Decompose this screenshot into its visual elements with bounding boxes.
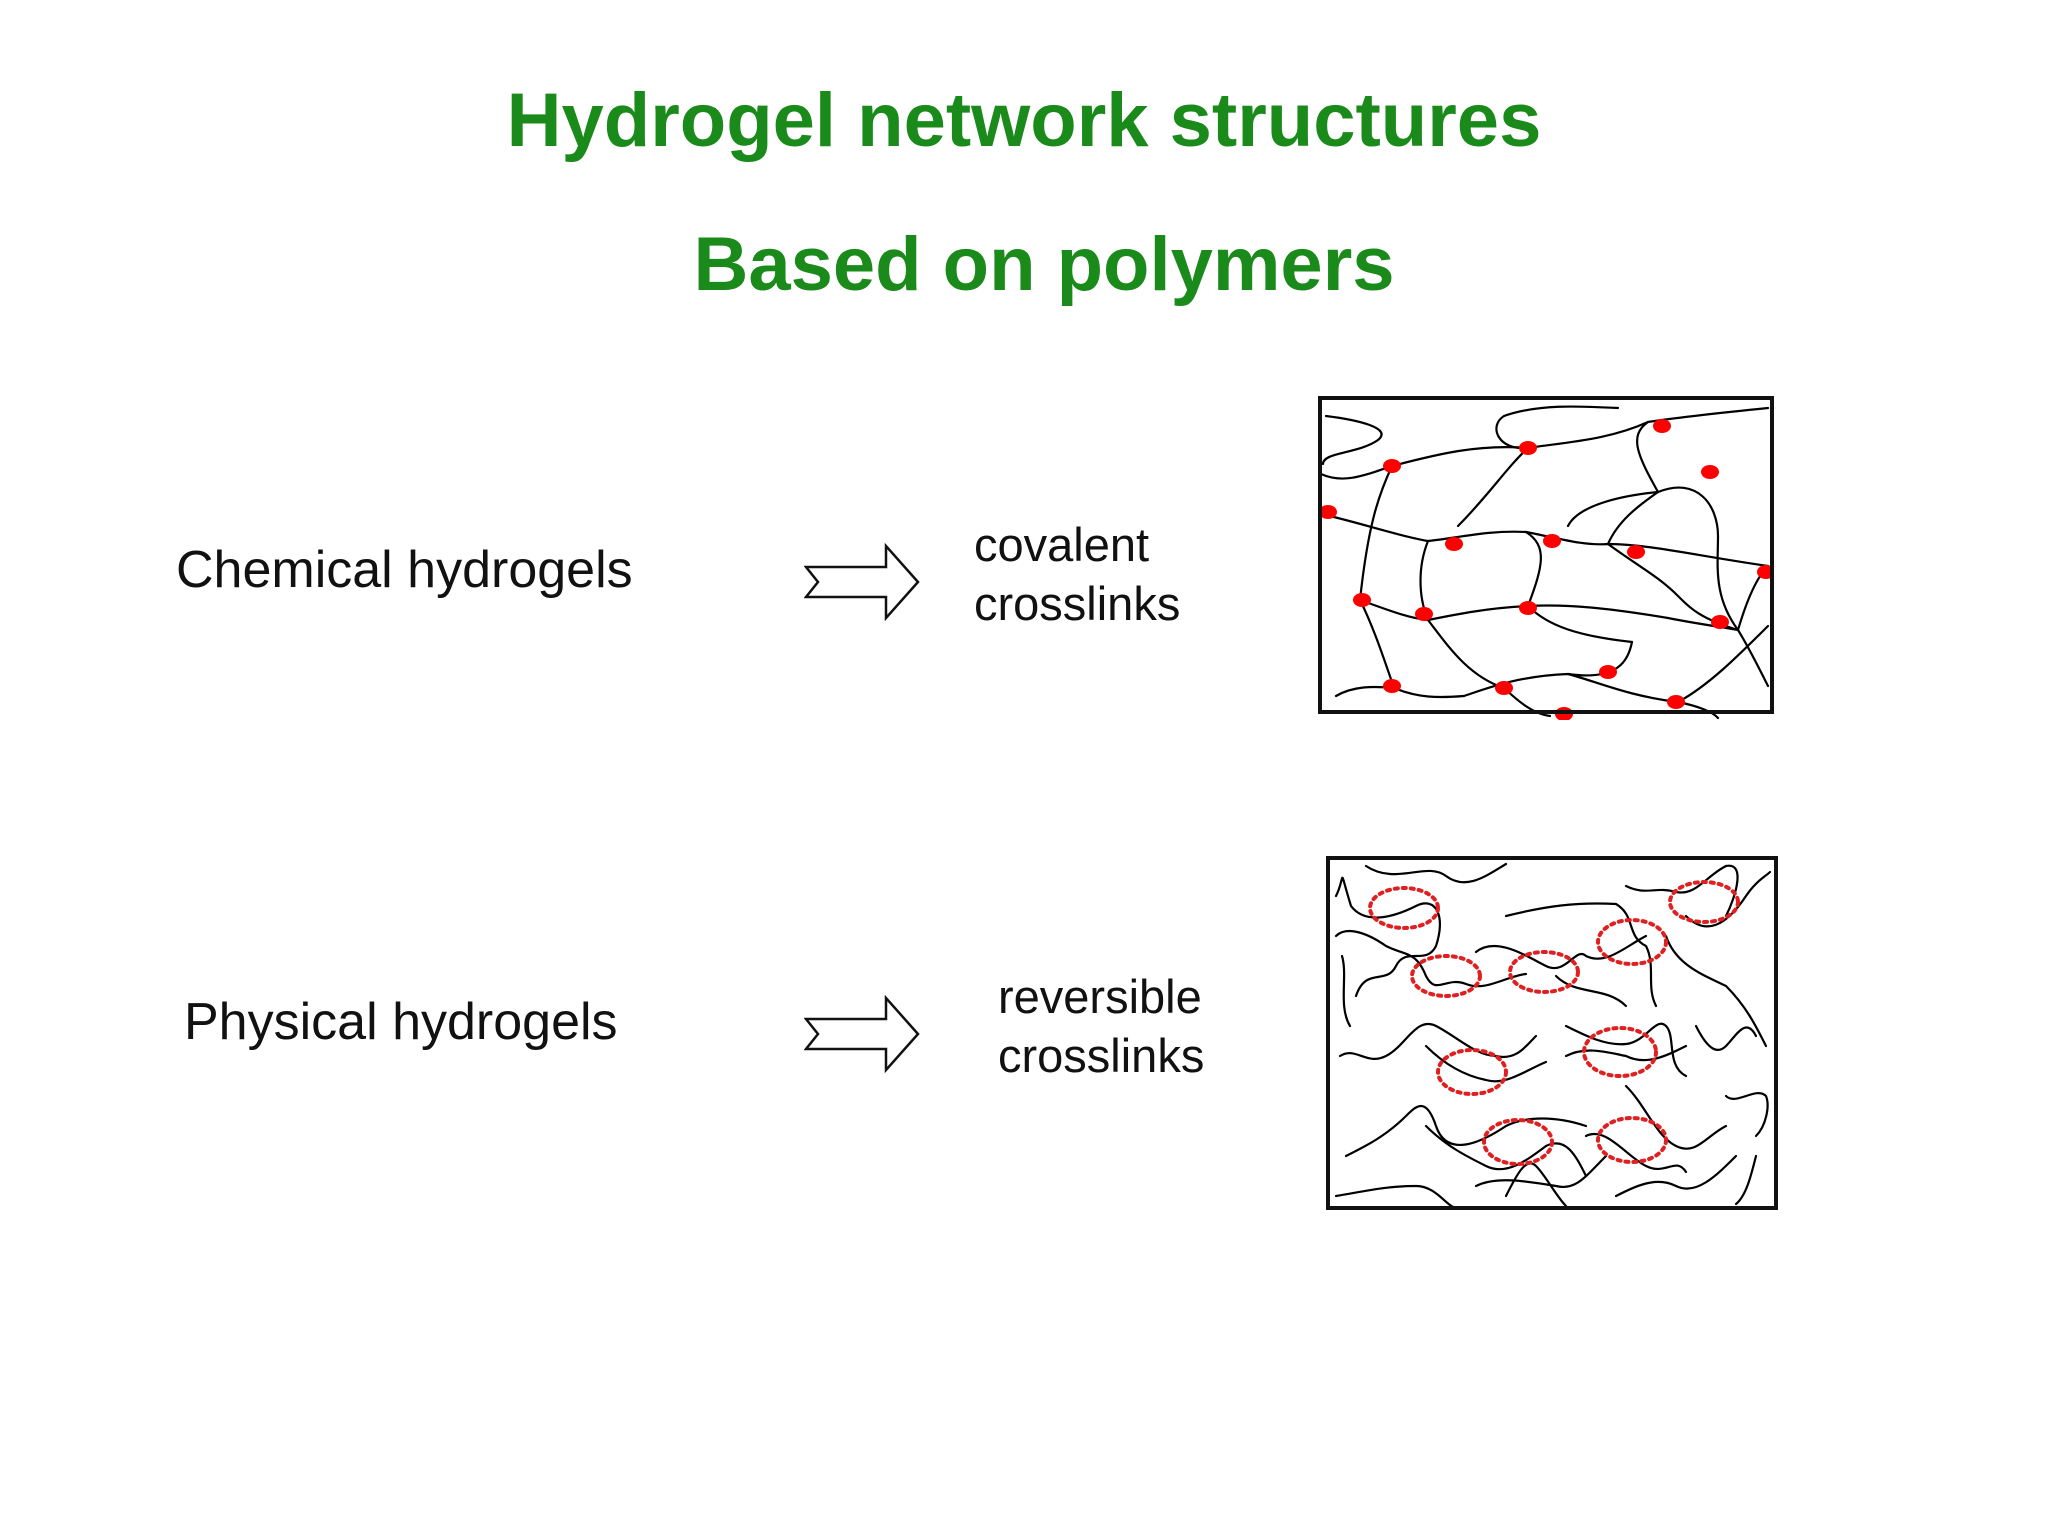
chemical-hydrogels-label: Chemical hydrogels bbox=[176, 541, 633, 599]
desc-line: reversible bbox=[998, 970, 1202, 1023]
covalent-crosslinks-label: covalent crosslinks bbox=[974, 515, 1180, 633]
reversible-crosslinks-label: reversible crosslinks bbox=[998, 967, 1204, 1085]
desc-line: covalent bbox=[974, 518, 1150, 571]
slide-subtitle: Based on polymers bbox=[693, 222, 1395, 307]
physical-hydrogels-label: Physical hydrogels bbox=[184, 993, 618, 1051]
right-arrow-icon bbox=[804, 994, 920, 1074]
desc-line: crosslinks bbox=[974, 577, 1181, 630]
physical-network-diagram bbox=[1326, 856, 1778, 1210]
slide-title: Hydrogel network structures bbox=[506, 78, 1542, 163]
chemical-network-diagram bbox=[1318, 396, 1774, 720]
right-arrow-icon bbox=[804, 542, 920, 622]
desc-line: crosslinks bbox=[998, 1029, 1205, 1082]
